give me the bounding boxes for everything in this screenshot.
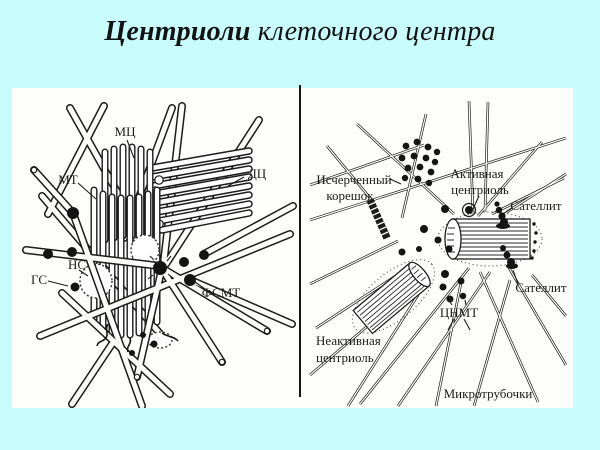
label-satellite-bottom: Сателлит bbox=[515, 280, 566, 295]
title-emphasis: Центриоли bbox=[104, 16, 251, 47]
left-centriole-diagram: МЦ ДЦ МТ НС ГС ФСМТ bbox=[12, 88, 299, 408]
figure-panel: МЦ ДЦ МТ НС ГС ФСМТ bbox=[12, 85, 573, 408]
label-gs: ГС bbox=[31, 272, 47, 287]
right-diagram-labels: Исчерченный корешок Активная центриоль С… bbox=[316, 166, 567, 401]
inactive-centriole bbox=[351, 259, 436, 335]
label-mt: МТ bbox=[58, 172, 78, 187]
base-squiggles bbox=[96, 323, 179, 353]
left-diagram-labels: МЦ ДЦ МТ НС ГС ФСМТ bbox=[31, 124, 267, 300]
label-rootlet-line1: Исчерченный bbox=[316, 172, 391, 187]
label-microtubules: Микротрубочки bbox=[444, 386, 533, 401]
label-fsmt: ФСМТ bbox=[202, 285, 241, 300]
active-centriole bbox=[437, 211, 543, 267]
striated-rootlet bbox=[366, 198, 391, 240]
title-rest: клеточного центра bbox=[250, 16, 496, 47]
satellite-top-structure bbox=[494, 201, 510, 229]
label-ns: НС bbox=[68, 257, 86, 272]
label-active-line2: центриоль bbox=[451, 182, 509, 197]
label-cnmt: ЦНМТ bbox=[440, 305, 478, 320]
vesicle-cluster bbox=[398, 138, 441, 187]
satellite-foci bbox=[43, 207, 209, 356]
label-inactive-line2: центриоль bbox=[316, 350, 374, 365]
label-rootlet-line2: корешок bbox=[326, 188, 374, 203]
label-inactive-line1: Неактивная bbox=[316, 333, 381, 348]
label-dc: ДЦ bbox=[248, 166, 267, 181]
slide-title: Центриоли клеточного центра bbox=[0, 16, 600, 48]
label-satellite-top: Сателлит bbox=[510, 198, 561, 213]
right-centriole-diagram: Исчерченный корешок Активная центриоль С… bbox=[308, 99, 568, 408]
microtubule-rods-front bbox=[26, 167, 293, 406]
label-mc: МЦ bbox=[115, 124, 137, 139]
central-foci bbox=[398, 202, 477, 303]
satellite-bottom-structure bbox=[500, 245, 518, 269]
label-active-line1: Активная bbox=[450, 166, 503, 181]
panel-divider bbox=[299, 85, 301, 397]
